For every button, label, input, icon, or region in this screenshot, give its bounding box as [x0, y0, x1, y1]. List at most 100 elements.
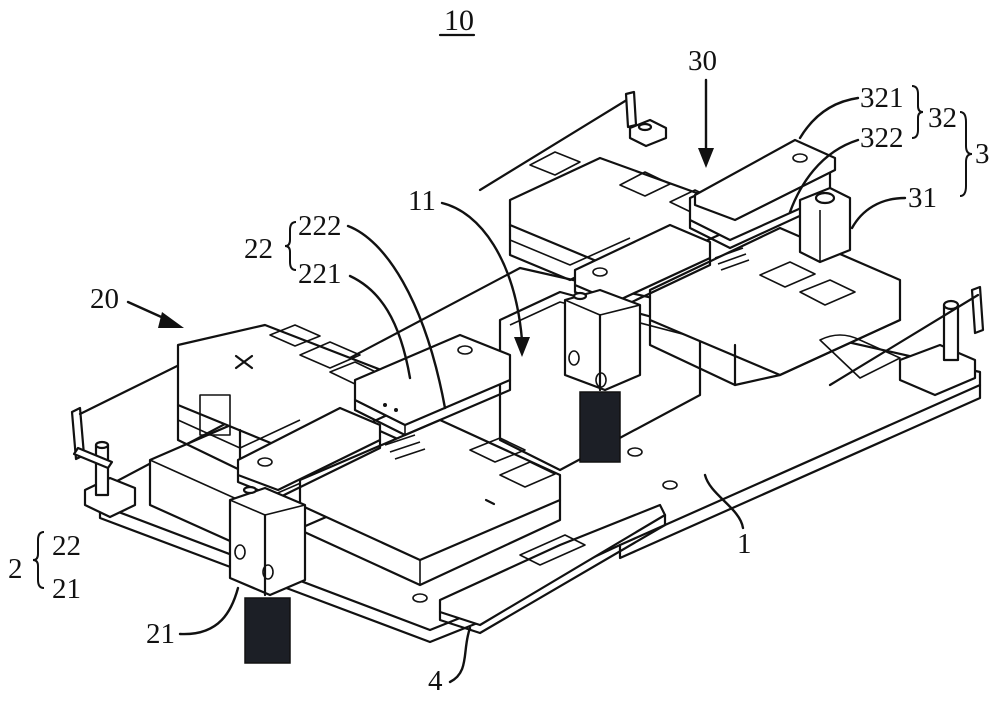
brace-2 [32, 531, 45, 589]
leader-1 [703, 473, 745, 530]
housing-cap [242, 485, 258, 495]
housing-port [262, 564, 274, 580]
callout-21: 21 [146, 586, 240, 650]
label-21: 21 [146, 618, 175, 650]
arrowhead-30 [698, 148, 714, 168]
minus-mark [484, 498, 496, 506]
pad [499, 461, 556, 488]
support-cap [814, 191, 836, 205]
callout-30: 30 [688, 45, 717, 168]
left-post-cap [94, 440, 110, 450]
pad [469, 437, 526, 463]
clamp-assembly-20 [148, 323, 562, 664]
callout-20: 20 [90, 283, 184, 328]
pad [759, 261, 816, 288]
brace-22 [284, 221, 297, 271]
back-post-cap [637, 122, 653, 132]
leader-31 [850, 196, 907, 230]
housing-port [595, 372, 607, 388]
leader-21 [178, 586, 240, 636]
leader-222 [346, 224, 447, 410]
label-2: 2 [8, 553, 23, 585]
cross-mark [234, 354, 254, 370]
right-post-cap [942, 299, 960, 311]
label-2-member-21: 21 [52, 573, 81, 605]
edge [264, 504, 306, 516]
tab-plate-edge [438, 513, 667, 635]
label-3: 3 [975, 138, 990, 170]
arm-hole [257, 457, 273, 467]
left-post-shaft [94, 443, 110, 497]
leader-11 [440, 201, 524, 342]
label-222: 222 [298, 210, 342, 242]
callout-4: 4 [428, 626, 472, 697]
arrowhead-11 [514, 337, 530, 357]
callout-11: 11 [408, 185, 530, 357]
left-post [70, 328, 252, 519]
cylinder-housing-right [563, 288, 642, 392]
opening-inner-edge [509, 301, 691, 337]
label-322: 322 [860, 122, 904, 154]
cylinder-rod-left [244, 597, 291, 664]
edge [229, 499, 266, 516]
cable-sleeve [819, 334, 901, 379]
block-hole [457, 345, 473, 355]
pad [269, 324, 321, 347]
callout-3-group: 321 322 32 3 31 [788, 82, 990, 230]
label-30: 30 [688, 45, 717, 77]
back-post [478, 90, 668, 192]
tab-recess [519, 534, 586, 566]
pad [529, 151, 581, 176]
right-rod [828, 293, 980, 387]
cylinder-rod-right [579, 391, 621, 463]
edge [509, 237, 631, 266]
base-hole [662, 480, 678, 490]
stack-block [199, 394, 231, 436]
callout-1: 1 [703, 473, 752, 560]
screw-dot [394, 408, 398, 412]
housing-cap [572, 291, 588, 301]
pad [619, 171, 671, 197]
plate-hole [792, 153, 808, 163]
edge [149, 459, 251, 506]
housing-port [234, 544, 246, 560]
label-221: 221 [298, 258, 342, 290]
leader-221 [348, 274, 412, 380]
leader-321 [798, 96, 860, 140]
figure-number-text: 10 [444, 4, 474, 37]
pad [299, 341, 361, 369]
label-2-member-22: 22 [52, 530, 81, 562]
label-20: 20 [90, 283, 119, 315]
callout-22-group: 22 222 221 [244, 210, 447, 410]
plate-321 [693, 138, 837, 222]
base-hole [627, 447, 643, 457]
right-rod-bracket [970, 285, 985, 335]
edge [177, 419, 301, 449]
label-4: 4 [428, 665, 443, 697]
pad [799, 279, 856, 306]
arm-hole [592, 267, 608, 277]
tab-hole [412, 593, 428, 603]
pin-teeth [714, 247, 750, 271]
central-opening [498, 290, 702, 472]
label-22: 22 [244, 233, 273, 265]
label-32: 32 [928, 102, 957, 134]
housing-port [568, 350, 580, 366]
figure-number: 10 [438, 4, 476, 37]
leader-4 [448, 626, 472, 684]
label-321: 321 [860, 82, 904, 114]
edge [599, 304, 641, 316]
pin-teeth [384, 434, 426, 460]
back-rod [478, 96, 632, 192]
label-1: 1 [737, 528, 752, 560]
label-31: 31 [908, 182, 937, 214]
tab-plate-4 [412, 503, 667, 635]
clamp-assembly-30 [508, 138, 902, 463]
arrowhead-20 [158, 312, 184, 328]
right-post [828, 285, 985, 397]
edge [564, 299, 601, 316]
label-11: 11 [408, 185, 436, 217]
support-31 [798, 186, 852, 264]
left-platen-side [176, 403, 242, 472]
